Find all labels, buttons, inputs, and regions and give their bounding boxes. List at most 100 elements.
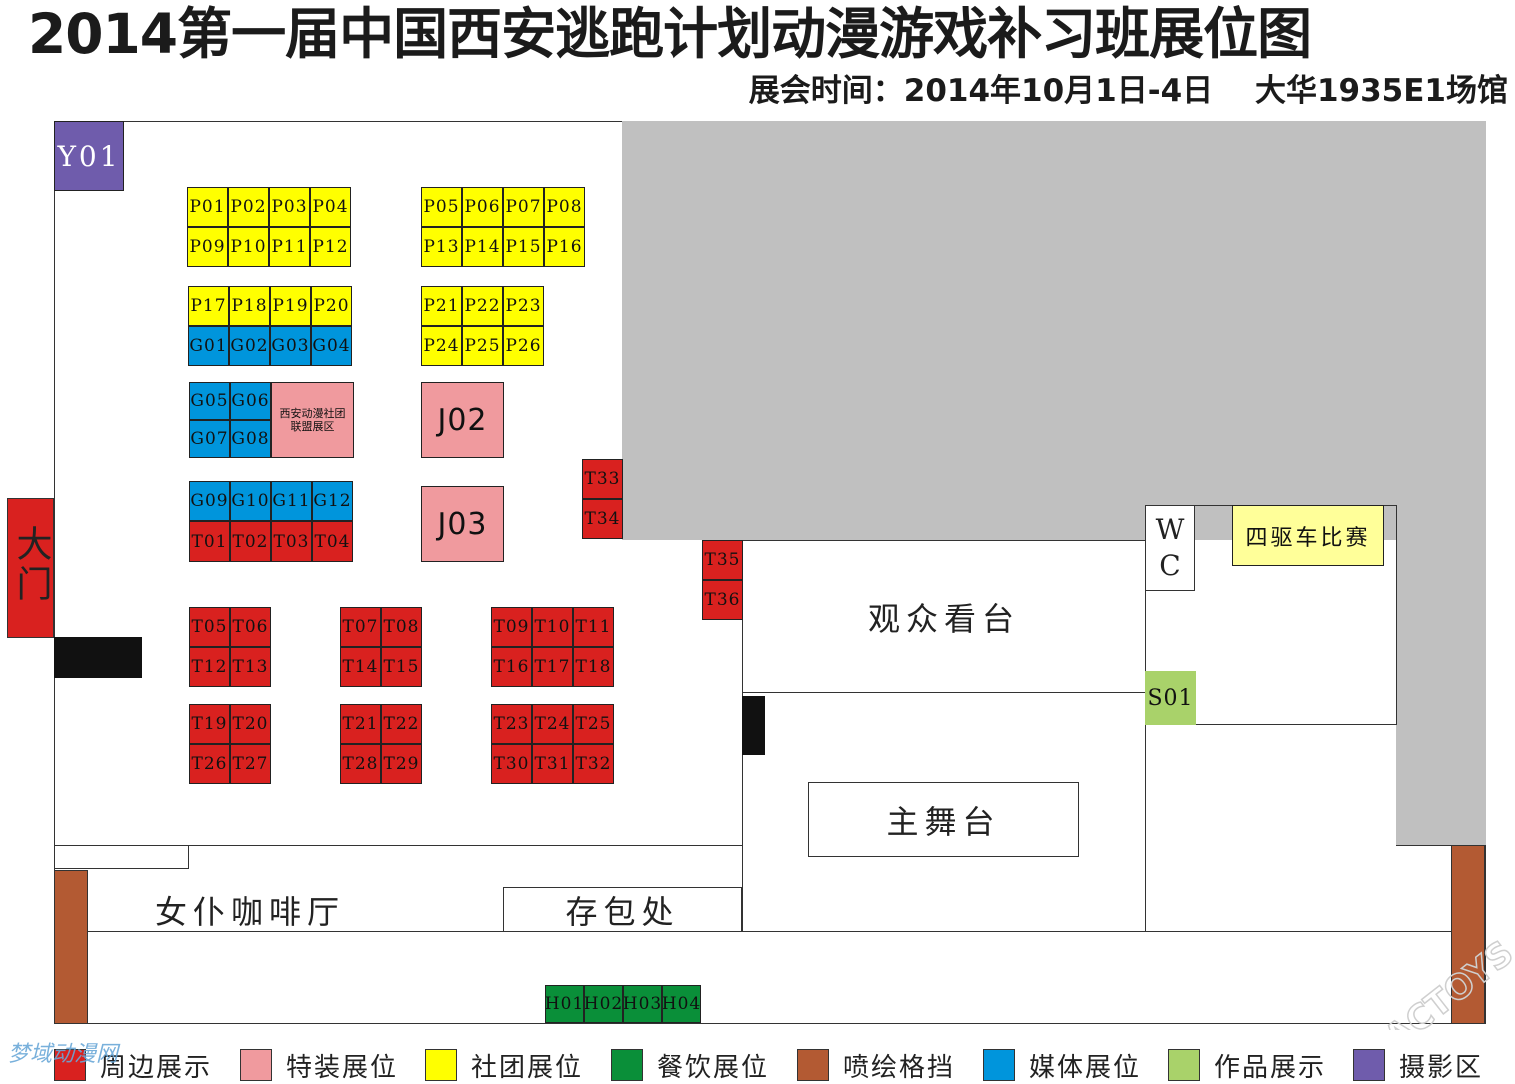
legend-label: 周边展示: [100, 1052, 213, 1083]
entrance-label: 大门: [10, 525, 52, 605]
cloakroom-box: [503, 887, 742, 932]
booth-t26: T26: [189, 744, 230, 784]
legend-item: 作品展示: [1168, 1048, 1327, 1083]
booth-t05: T05: [189, 607, 230, 647]
booth-h04: H04: [662, 985, 701, 1023]
maid-cafe-label: 女仆咖啡厅: [154, 893, 345, 931]
legend-swatch: [797, 1049, 829, 1081]
booth-t28: T28: [340, 744, 381, 784]
booth-t22: T22: [381, 704, 422, 744]
wc-room: [1145, 505, 1195, 591]
booth-t34: T34: [582, 499, 623, 539]
legend-label: 媒体展位: [1029, 1052, 1142, 1083]
booth-t06: T06: [230, 607, 271, 647]
main-stage-label: 主舞台: [886, 802, 1001, 841]
stand-divider: [742, 692, 1146, 693]
maid-cafe-counter: [54, 845, 189, 869]
watermark-left: 梦域动漫网: [8, 1042, 119, 1067]
corridor-top-line: [54, 845, 742, 846]
legend-label: 餐饮展位: [657, 1052, 770, 1083]
booth-p03: P03: [269, 187, 310, 227]
map-title: 2014第一届中国西安逃跑计划动漫游戏补习班展位图: [28, 2, 1312, 66]
partition-stage: [742, 696, 765, 755]
booth-t07: T07: [340, 607, 381, 647]
booth-t21: T21: [340, 704, 381, 744]
legend-item: 周边展示: [54, 1048, 213, 1083]
booth-t31: T31: [532, 744, 573, 784]
booth-p05: P05: [421, 187, 462, 227]
booth-t09: T09: [491, 607, 532, 647]
booth-t01: T01: [189, 521, 230, 562]
booth-t24: T24: [532, 704, 573, 744]
booth-g05: G05: [189, 382, 230, 420]
booth-g01: G01: [188, 326, 229, 366]
rc-race-area: 四驱车比赛: [1232, 505, 1384, 566]
booth-g03: G03: [270, 326, 311, 366]
booth-p21: P21: [421, 286, 462, 326]
legend-item: 媒体展位: [983, 1048, 1142, 1083]
booth-p22: P22: [462, 286, 503, 326]
booth-h01: H01: [545, 985, 584, 1023]
restricted-area: [622, 121, 1486, 540]
booth-t14: T14: [340, 647, 381, 687]
booth-p12: P12: [310, 227, 351, 267]
booth-p06: P06: [462, 187, 503, 227]
booth-h03: H03: [623, 985, 662, 1023]
booth-t04: T04: [312, 521, 353, 562]
booth-p17: P17: [188, 286, 229, 326]
main-stage: [808, 782, 1079, 857]
booth-p24: P24: [421, 326, 462, 366]
club-union-area: 西安动漫社团联盟展区: [271, 382, 354, 458]
legend-label: 作品展示: [1214, 1052, 1327, 1083]
wc-label-w: W: [1155, 512, 1185, 546]
booth-t25: T25: [573, 704, 614, 744]
entrance: [7, 498, 54, 638]
booth-t35: T35: [702, 540, 743, 580]
booth-g11: G11: [271, 481, 312, 521]
east-corridor-line: [1396, 845, 1486, 846]
restricted-area-east: [1396, 121, 1486, 845]
legend-item: 社团展位: [425, 1048, 584, 1083]
booth-p08: P08: [544, 187, 585, 227]
legend-item: 特装展位: [240, 1048, 398, 1083]
booth-g04: G04: [311, 326, 352, 366]
booth-t27: T27: [230, 744, 271, 784]
booth-t16: T16: [491, 647, 532, 687]
booth-t10: T10: [532, 607, 573, 647]
booth-p11: P11: [269, 227, 310, 267]
booth-p25: P25: [462, 326, 503, 366]
booth-p16: P16: [544, 227, 585, 267]
booth-j02: J02: [421, 382, 504, 458]
legend-swatch: [611, 1049, 643, 1081]
booth-g09: G09: [189, 481, 230, 521]
legend-swatch: [983, 1049, 1015, 1081]
legend-swatch: [1168, 1049, 1200, 1081]
booth-p10: P10: [228, 227, 269, 267]
partition-west: [54, 637, 142, 678]
cloakroom-label: 存包处: [565, 893, 680, 931]
booth-p13: P13: [421, 227, 462, 267]
rc-area-bottom: [1195, 724, 1396, 725]
rc-area-east: [1396, 505, 1397, 725]
booth-p19: P19: [270, 286, 311, 326]
wc-label-c: C: [1159, 548, 1181, 582]
booth-p09: P09: [187, 227, 228, 267]
booth-g07: G07: [189, 420, 230, 458]
legend-swatch: [240, 1049, 272, 1081]
legend-item: 餐饮展位: [611, 1048, 770, 1083]
booth-t30: T30: [491, 744, 532, 784]
booth-t33: T33: [582, 459, 623, 499]
booth-g08: G08: [230, 420, 271, 458]
legend-swatch: [1353, 1049, 1385, 1081]
legend-swatch: [54, 1049, 86, 1081]
booth-p07: P07: [503, 187, 544, 227]
booth-t17: T17: [532, 647, 573, 687]
booth-t20: T20: [230, 704, 271, 744]
booth-t36: T36: [702, 580, 743, 620]
spray-partition-east: [1451, 845, 1485, 1024]
legend-label: 社团展位: [471, 1052, 584, 1083]
booth-t03: T03: [271, 521, 312, 562]
legend-label: 喷绘格挡: [843, 1052, 956, 1083]
booth-g06: G06: [230, 382, 271, 420]
booth-s01: S01: [1145, 671, 1196, 725]
